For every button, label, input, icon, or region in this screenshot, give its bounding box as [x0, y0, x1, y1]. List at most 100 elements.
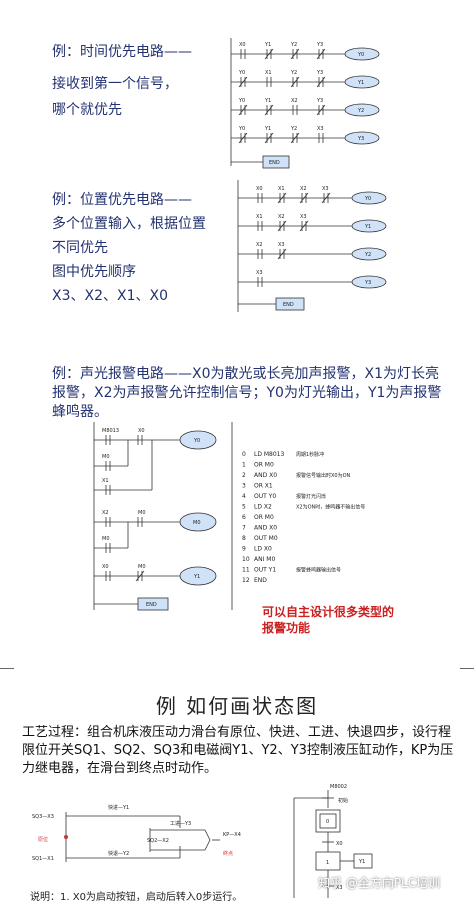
contact-label: Y0: [238, 70, 245, 76]
coil-label: Y2: [364, 252, 371, 258]
stl-ins: OUT M0: [254, 535, 278, 542]
contact-slash: [238, 132, 248, 144]
coil-y1: [351, 219, 387, 233]
stl-ins: OUT Y1: [254, 567, 276, 574]
contact-label: X3: [322, 186, 329, 192]
contact-label: M0: [102, 536, 110, 542]
coil-y2: [351, 247, 387, 261]
stl-ins: LD X2: [254, 504, 272, 511]
contact-label: X3: [300, 214, 307, 220]
contact-slash: [299, 192, 309, 204]
stl-no: 12: [242, 577, 250, 584]
contact-label: X0: [256, 186, 263, 192]
contact-label: X2: [291, 98, 298, 104]
diagram-label: SQ1—X1: [32, 856, 54, 862]
coil-label: Y3: [364, 280, 371, 286]
divider-right: [460, 668, 474, 669]
contact-label: X1: [102, 478, 109, 484]
red-note-line: 报警功能: [262, 621, 311, 635]
end-box: [137, 597, 169, 611]
contact-slash: [299, 220, 309, 232]
ex1-line: 接收到第一个信号，: [52, 76, 178, 92]
coil-label: Y2: [357, 108, 364, 114]
contact-label: X1: [278, 186, 285, 192]
diagram-label: SQ2—X2: [147, 838, 169, 844]
contact-label: X0: [138, 428, 145, 434]
contact-label: Y2: [290, 126, 297, 132]
ex2-line: 图中优先顺序: [52, 264, 136, 280]
stl-no: 7: [242, 525, 246, 532]
contact-label: Y1: [264, 42, 271, 48]
stl-no: 6: [242, 514, 246, 521]
coil-y0: [179, 430, 217, 450]
sfc-label: 初始: [338, 797, 348, 804]
stl-ins: OR M0: [254, 462, 274, 469]
contact-slash: [316, 104, 326, 116]
coil-y0: [344, 47, 380, 61]
stl-ins: LD M8013: [254, 451, 284, 458]
sfc-label: M8002: [330, 784, 347, 790]
coil-y1: [179, 566, 217, 586]
stl-ins: LD X0: [254, 546, 272, 553]
contact-slash: [277, 248, 287, 260]
sfc-label: X3: [336, 885, 343, 891]
contact-label: X1: [265, 70, 272, 76]
divider-left: [0, 668, 14, 669]
ex2-line: 多个位置输入，根据位置: [52, 216, 206, 232]
stl-no: 11: [242, 567, 250, 574]
contact-label: Y1: [264, 98, 271, 104]
ex4-process-text: 工艺过程：组合机床液压动力滑台有原位、快进、工进、快退四步，设行程限位开关SQ1…: [22, 725, 454, 776]
coil-label: Y1: [357, 80, 364, 86]
contact-label: Y2: [290, 70, 297, 76]
coil-y2: [344, 103, 380, 117]
contact-label: X3: [256, 270, 263, 276]
end-label: END: [146, 602, 157, 608]
contact-label: M8013: [102, 428, 119, 434]
diagram-label: SQ3—X3: [32, 814, 54, 820]
stl-note: 报警信号输出时X0为ON: [296, 472, 351, 479]
contact-label: Y3: [316, 98, 323, 104]
coil-y3: [351, 275, 387, 289]
contact-label: X3: [317, 126, 324, 132]
contact-label: X2: [102, 510, 109, 516]
contact-label: X2: [256, 242, 263, 248]
stl-note: X2为ON时，蜂鸣器不输出信号: [296, 504, 365, 511]
stl-no: 9: [242, 546, 246, 553]
contact-label: X0: [102, 564, 109, 570]
contact-slash: [290, 132, 300, 144]
stl-ins: OR X1: [254, 483, 273, 490]
end-box: [275, 297, 305, 311]
sfc-label: 1: [326, 860, 329, 866]
contact-label: X2: [278, 214, 285, 220]
diagram-label: 终点: [223, 850, 233, 857]
coil-label: Y0: [193, 438, 200, 444]
stl-no: 4: [242, 493, 246, 500]
ex4-title: 例 如何画状态图: [155, 694, 319, 718]
coil-label: M0: [193, 520, 201, 526]
contact-label: Y1: [264, 126, 271, 132]
coil-y0: [351, 191, 387, 205]
contact-label: M0: [102, 454, 110, 460]
diagram-label: 原位: [38, 836, 48, 843]
coil-m0: [179, 512, 217, 532]
ex4-slide-diagram: SQ3—X3 快进—Y1 工进—Y3 SQ2—X2 KP—X4 原位 终点 SQ…: [32, 804, 241, 862]
coil-y1: [344, 75, 380, 89]
stl-note: 报警灯光闪烁: [296, 493, 326, 500]
ex3-red-note: 可以自主设计很多类型的 报警功能: [262, 604, 442, 636]
sfc-label: 0: [326, 819, 329, 825]
diagram-label: 快进—Y1: [108, 804, 129, 811]
stl-no: 8: [242, 535, 246, 542]
coil-label: Y0: [364, 196, 371, 202]
contact-slash: [277, 220, 287, 232]
ex4-sfc-diagram: M8002 初始 0 X0 1 Y1 X3: [293, 784, 373, 898]
stl-ins: OUT Y0: [254, 493, 276, 500]
stl-no: 5: [242, 504, 246, 511]
sfc-label: Y1: [358, 859, 365, 865]
end-label: END: [283, 302, 294, 308]
ex2-line: 不同优先: [52, 240, 108, 256]
contact-label: X2: [300, 186, 307, 192]
stl-ins: ANI M0: [254, 556, 275, 563]
contact-slash: [290, 48, 300, 60]
